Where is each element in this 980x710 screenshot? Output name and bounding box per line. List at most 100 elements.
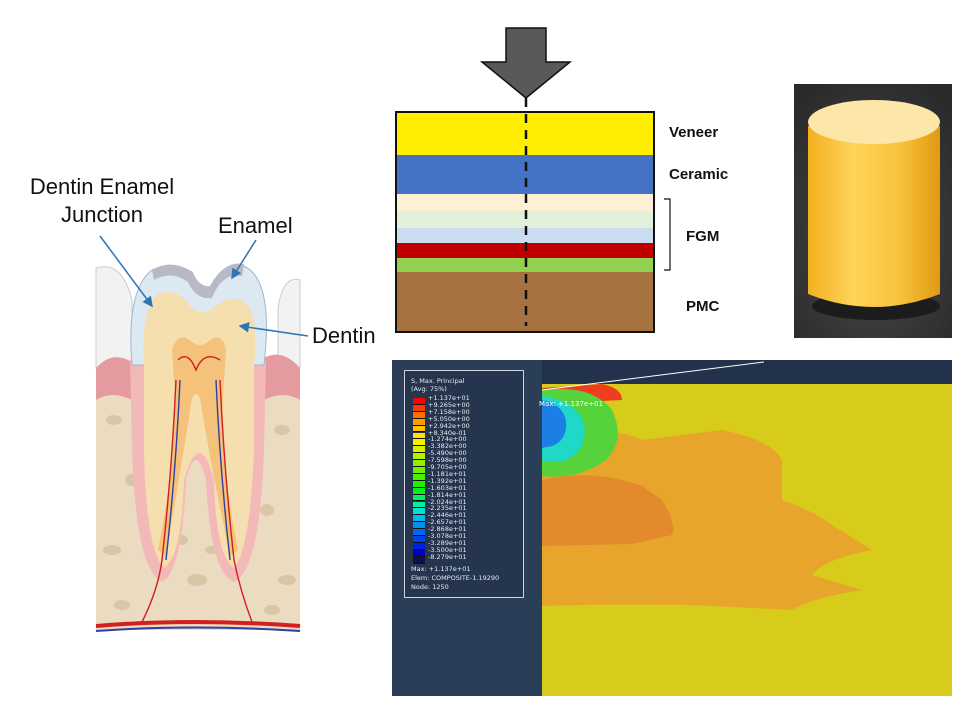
legend-swatch <box>413 446 425 454</box>
legend-row: -2.657e+01 <box>413 518 521 530</box>
legend-value: +2.942e+00 <box>428 421 470 430</box>
legend-swatch <box>413 411 425 419</box>
legend-swatch <box>413 536 425 543</box>
legend-row: +8.340e-01 <box>413 429 521 441</box>
legend-swatch <box>413 494 425 502</box>
legend-value: -1.392e+01 <box>428 476 467 485</box>
legend-row: +2.942e+00 <box>413 422 521 434</box>
legend-value: -3.500e+01 <box>428 545 467 554</box>
legend-value: +9.265e+00 <box>428 400 470 409</box>
legend-value: -1.814e+01 <box>428 490 467 499</box>
enamel-cusp <box>152 263 244 299</box>
legend-title-line1: S, Max. Principal <box>411 377 465 385</box>
fea-contour-plot <box>392 360 952 696</box>
pulp-chamber <box>158 337 238 556</box>
legend-row: -3.500e+01 <box>413 546 521 558</box>
gingiva-right <box>264 354 300 400</box>
layer-stack-diagram <box>395 27 655 333</box>
legend-row: +1.137e+01 <box>413 394 521 406</box>
legend-swatch <box>413 432 425 440</box>
load-arrow <box>479 27 573 99</box>
cylinder-body <box>808 126 940 307</box>
legend-value: -5.490e+00 <box>428 449 467 458</box>
layer-fgm-3 <box>396 228 654 243</box>
legend-row: +9.265e+00 <box>413 401 521 413</box>
legend-title-line2: (Avg: 75%) <box>411 385 447 393</box>
legend-value: +7.158e+00 <box>428 407 470 416</box>
specimen-photo <box>794 84 952 338</box>
legend-swatch <box>413 480 425 488</box>
label-pmc: PMC <box>686 298 720 315</box>
label-ceramic: Ceramic <box>669 166 729 183</box>
legend-swatch <box>413 460 425 467</box>
legend-value: +1.137e+01 <box>428 394 470 402</box>
dej-leader-line <box>99 235 153 308</box>
legend-row: -2.024e+01 <box>413 498 521 510</box>
legend-footer-node: Node: 1250 <box>411 583 449 591</box>
legend-row: -2.446e+01 <box>413 511 521 523</box>
legend-swatch <box>413 542 425 550</box>
legend-row: -9.705e+00 <box>413 463 521 475</box>
legend-swatch <box>413 549 425 557</box>
layer-stack-border <box>395 111 655 333</box>
legend-swatch <box>413 425 425 433</box>
legend-row: +7.158e+00 <box>413 408 521 420</box>
fea-deformed-edge <box>541 361 765 391</box>
legend-row: -2.868e+01 <box>413 525 521 537</box>
legend-swatch <box>413 487 425 495</box>
label-veneer: Veneer <box>669 124 719 141</box>
tooth-illustration <box>95 263 301 632</box>
dej-label-line2: Junction <box>61 202 143 227</box>
legend-swatch <box>413 418 425 426</box>
legend-row: -5.490e+00 <box>413 449 521 461</box>
legend-value: -7.598e+00 <box>428 456 467 465</box>
legend-row: +5.050e+00 <box>413 415 521 427</box>
legend-swatch <box>413 467 425 474</box>
gingiva <box>96 357 132 400</box>
legend-swatch <box>413 556 425 564</box>
nerve-band-blue <box>95 626 301 632</box>
legend-value: -1.274e+00 <box>428 435 467 444</box>
cylinder-top <box>808 100 940 144</box>
legend-swatch <box>413 508 425 516</box>
legend-swatch <box>413 529 425 536</box>
legend-row: -8.279e+01 <box>413 553 521 565</box>
dej-label: Dentin Enamel Junction <box>8 173 196 229</box>
legend-row: -3.382e+00 <box>413 442 521 454</box>
legend-footer-elem: Elem: COMPOSITE-1.19290 <box>411 574 500 582</box>
fea-blue-region <box>542 400 567 448</box>
legend-value: -1.603e+01 <box>428 483 467 492</box>
enamel-leader-line <box>231 239 257 280</box>
legend-value: -8.279e+01 <box>428 552 467 561</box>
layer-fgm-2 <box>396 211 654 228</box>
legend-value: +8.340e-01 <box>428 428 467 437</box>
legend-value: -2.868e+01 <box>428 525 467 534</box>
legend-value: -9.705e+00 <box>428 463 467 471</box>
legend-swatch <box>413 501 425 509</box>
fgm-brace <box>664 198 671 271</box>
legend-value: -2.235e+01 <box>428 504 467 513</box>
legend-swatch <box>413 473 425 481</box>
legend-row: -1.274e+00 <box>413 435 521 447</box>
legend-row: -3.078e+01 <box>413 532 521 544</box>
fea-orange-band <box>542 430 872 610</box>
legend-row: -3.289e+01 <box>413 539 521 551</box>
legend-value: -2.657e+01 <box>428 518 467 527</box>
legend-swatch <box>413 398 425 405</box>
legend-row: -1.392e+01 <box>413 477 521 489</box>
legend-swatch <box>413 453 425 461</box>
fea-max-annotation: Max: +1.137e+01 <box>539 400 604 408</box>
legend-swatch <box>413 404 425 412</box>
legend-row: -7.598e+00 <box>413 456 521 468</box>
legend-row: -1.814e+01 <box>413 491 521 503</box>
legend-value: +5.050e+00 <box>428 414 470 423</box>
label-fgm: FGM <box>686 228 720 245</box>
legend-row: -1.181e+01 <box>413 470 521 482</box>
legend-row: -1.603e+01 <box>413 484 521 496</box>
legend-value: -2.024e+01 <box>428 497 467 506</box>
fea-dark-orange-band <box>542 475 674 546</box>
legend-value: -3.382e+00 <box>428 442 467 451</box>
legend-value: -3.078e+01 <box>428 532 467 540</box>
legend-value: -2.446e+01 <box>428 511 467 520</box>
fea-top-band <box>542 360 952 384</box>
